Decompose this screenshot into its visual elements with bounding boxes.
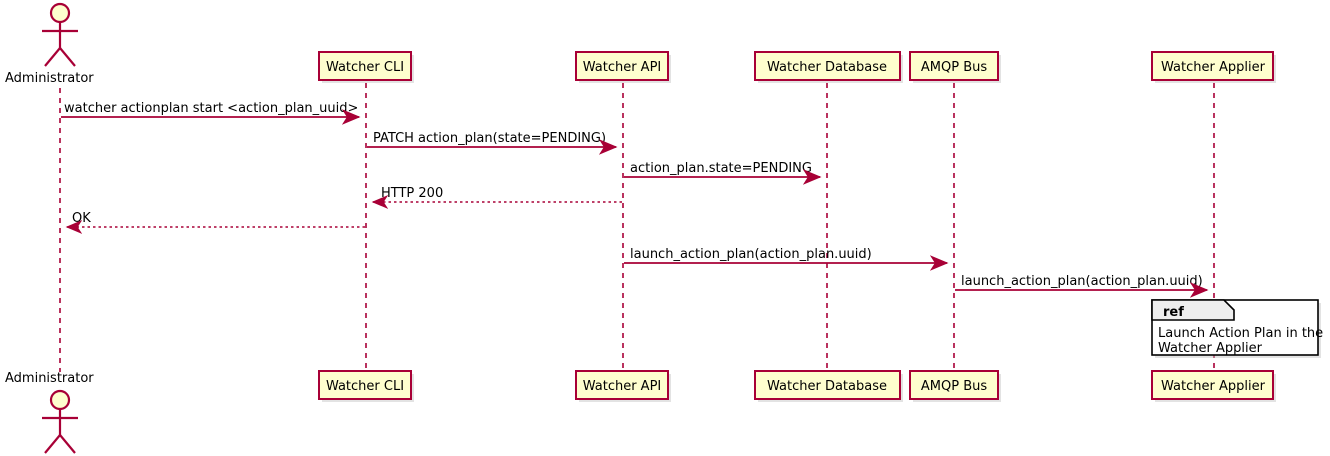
participant-box	[909, 370, 999, 400]
message-label-5: OK	[72, 211, 91, 226]
actor-icon	[42, 2, 78, 67]
message-label-6: launch_action_plan(action_plan.uuid)	[630, 247, 872, 262]
participant-label-amqp-bus: AMQP Bus	[921, 60, 987, 75]
participant-label-watcher-database: Watcher Database	[767, 60, 887, 75]
participant-label-watcher-api: Watcher API	[583, 60, 662, 75]
participant-label-watcher-cli: Watcher CLI	[326, 60, 404, 75]
participant-box	[1151, 51, 1274, 81]
participant-watcher-database-top[interactable]: Watcher Database	[754, 51, 903, 83]
message-6[interactable]: launch_action_plan(action_plan.uuid)	[624, 247, 949, 271]
actor-label-administrator-bottom: Administrator	[5, 371, 94, 386]
message-2[interactable]: PATCH action_plan(state=PENDING)	[367, 131, 618, 155]
participant-label-watcher-applier-bottom: Watcher Applier	[1161, 379, 1266, 394]
message-7[interactable]: launch_action_plan(action_plan.uuid)	[955, 274, 1209, 298]
message-4[interactable]: HTTP 200	[371, 186, 622, 209]
actor-label-administrator: Administrator	[5, 71, 94, 86]
participant-box	[1151, 370, 1274, 400]
message-label-4: HTTP 200	[381, 186, 443, 201]
message-label-1: watcher actionplan start <action_plan_uu…	[64, 101, 358, 116]
participant-box	[575, 370, 669, 400]
message-3[interactable]: action_plan.state=PENDING	[624, 161, 822, 185]
actor-administrator-top[interactable]: Administrator	[5, 2, 94, 86]
ref-box-line-1: Launch Action Plan in the	[1158, 326, 1323, 341]
message-5[interactable]: OK	[65, 211, 365, 234]
ref-box-line-2: Watcher Applier	[1158, 341, 1263, 356]
participant-box	[909, 51, 999, 81]
lifelines-group	[59, 83, 1215, 372]
participant-watcher-applier-top[interactable]: Watcher Applier	[1151, 51, 1276, 83]
participant-label-watcher-applier: Watcher Applier	[1161, 60, 1266, 75]
participant-box	[318, 51, 412, 81]
participant-amqp-bus-bottom[interactable]: AMQP Bus	[909, 370, 1001, 402]
message-label-2: PATCH action_plan(state=PENDING)	[373, 131, 606, 146]
ref-box-tab	[1151, 299, 1235, 321]
participant-label-amqp-bus-bottom: AMQP Bus	[921, 379, 987, 394]
participant-watcher-cli-bottom[interactable]: Watcher CLI	[318, 370, 414, 402]
actor-administrator-bottom[interactable]: Administrator	[5, 371, 94, 454]
participant-label-watcher-api-bottom: Watcher API	[583, 379, 662, 394]
participant-watcher-database-bottom[interactable]: Watcher Database	[754, 370, 903, 402]
participant-label-watcher-cli-bottom: Watcher CLI	[326, 379, 404, 394]
participant-watcher-api-bottom[interactable]: Watcher API	[575, 370, 671, 402]
participant-amqp-bus-top[interactable]: AMQP Bus	[909, 51, 1001, 83]
participant-watcher-cli-top[interactable]: Watcher CLI	[318, 51, 414, 83]
participant-box	[575, 51, 669, 81]
message-label-3: action_plan.state=PENDING	[630, 161, 812, 176]
ref-box-tag-label: ref	[1163, 305, 1184, 320]
participant-label-watcher-database-bottom: Watcher Database	[767, 379, 887, 394]
message-1[interactable]: watcher actionplan start <action_plan_uu…	[61, 101, 361, 125]
actor-icon	[42, 389, 78, 454]
participant-box	[318, 370, 412, 400]
message-label-7: launch_action_plan(action_plan.uuid)	[961, 274, 1203, 289]
participant-box	[754, 370, 901, 400]
ref-box[interactable]: ref Launch Action Plan in the Watcher Ap…	[1151, 299, 1323, 358]
participant-box	[754, 51, 901, 81]
participant-watcher-api-top[interactable]: Watcher API	[575, 51, 671, 83]
participant-watcher-applier-bottom[interactable]: Watcher Applier	[1151, 370, 1276, 402]
